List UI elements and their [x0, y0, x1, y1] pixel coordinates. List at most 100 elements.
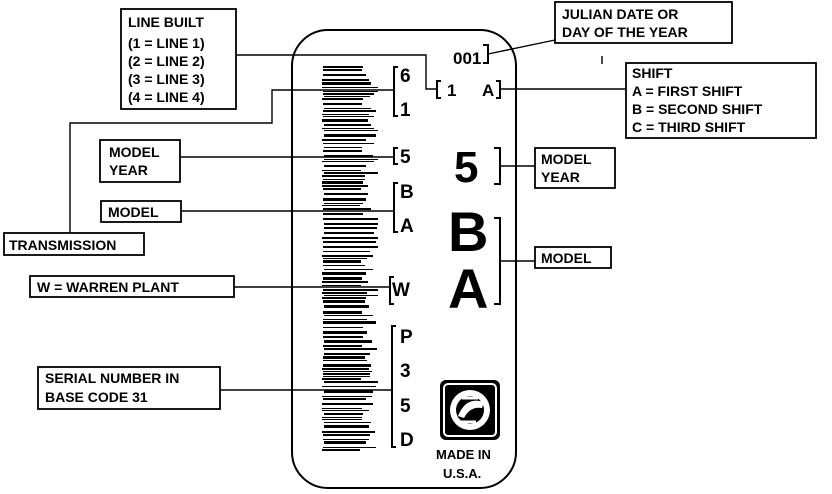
side-char-6: 6: [400, 66, 411, 87]
made-in-line2: U.S.A.: [443, 466, 481, 481]
barcode-bar: [324, 315, 373, 316]
line-code: 1: [447, 81, 456, 100]
serial-char-d: D: [400, 430, 414, 451]
barcode-bar: [324, 159, 378, 160]
barcode-bar: [322, 87, 378, 88]
line-built-box: [120, 8, 237, 110]
barcode-bar: [323, 376, 370, 377]
line-built-1: (1 = LINE 1): [128, 35, 205, 51]
barcode-bar: [323, 66, 363, 68]
barcode-bar: [324, 353, 370, 355]
serial-char-p: P: [400, 327, 413, 348]
barcode-bar: [322, 237, 378, 239]
shift-box: [625, 62, 817, 139]
line-built-2: (2 = LINE 2): [128, 53, 205, 69]
barcode-bar: [324, 295, 378, 296]
barcode-bar: [322, 255, 373, 257]
made-in-line1: MADE IN: [436, 447, 491, 462]
model-right-label: MODEL: [541, 250, 592, 266]
barcode-bar: [323, 289, 378, 291]
leader-line-built: [236, 54, 437, 90]
model-year-left-box: [99, 139, 181, 183]
barcode-bar: [323, 327, 363, 328]
barcode-bar: [322, 114, 369, 115]
barcode-bar: [322, 139, 366, 141]
barcode-bar: [323, 110, 376, 112]
barcode-bar: [324, 130, 378, 131]
barcode-bar: [322, 205, 360, 206]
barcode-bar: [324, 348, 377, 350]
barcode-bar: [324, 108, 371, 109]
model-year-left-line1: MODEL: [109, 144, 160, 160]
shift-c: C = THIRD SHIFT: [632, 119, 746, 135]
big-year-char: 5: [454, 143, 478, 192]
barcode-bar: [323, 116, 374, 117]
barcode-bar: [323, 69, 362, 71]
barcode-bar: [324, 232, 374, 234]
line-built-4: (4 = LINE 4): [128, 89, 205, 105]
model-year-right-line1: MODEL: [541, 151, 592, 167]
barcode-bar: [323, 398, 366, 400]
barcode-bar: [323, 311, 362, 314]
barcode-bar: [323, 277, 362, 280]
bracket-model-year-left: [393, 147, 398, 165]
julian-code: 001: [453, 49, 481, 68]
barcode-bar: [324, 203, 363, 204]
barcode-bar: [323, 300, 365, 303]
barcode-bar: [322, 185, 368, 187]
barcode-bar: [323, 251, 370, 252]
model-left-label: MODEL: [108, 204, 159, 220]
side-char-w: W: [392, 280, 410, 301]
barcode-bar: [322, 161, 374, 162]
serial-line1: SERIAL NUMBER IN: [45, 370, 179, 386]
model-year-right-line2: YEAR: [541, 169, 580, 185]
model-year-left-line2: YEAR: [109, 162, 148, 178]
barcode-bar: [324, 165, 366, 167]
barcode-bar: [323, 179, 365, 180]
barcode-bar: [324, 134, 376, 137]
line-built-title: LINE BUILT: [128, 14, 204, 30]
barcode-bar: [324, 422, 371, 423]
leader-julian: [487, 39, 556, 55]
barcode-bar: [322, 396, 372, 397]
shift-title: SHIFT: [632, 65, 673, 81]
barcode-bar: [324, 155, 373, 157]
barcode: [322, 66, 378, 451]
barcode-bar: [323, 321, 376, 324]
side-char-1: 1: [400, 100, 411, 121]
barcode-bar: [323, 356, 365, 359]
bracket-plant: [389, 276, 394, 305]
model-right-box: [534, 246, 612, 269]
barcode-bar: [323, 198, 366, 201]
barcode-bar: [323, 188, 361, 190]
julian-date-line2: DAY OF THE YEAR: [562, 24, 688, 40]
side-char-model-year: 5: [400, 147, 411, 168]
serial-line2: BASE CODE 31: [45, 389, 148, 405]
leader-transmission: [69, 89, 394, 233]
barcode-bar: [323, 93, 374, 95]
barcode-bar: [323, 336, 363, 338]
barcode-bar: [322, 181, 363, 184]
barcode-bar: [322, 449, 360, 451]
warren-plant-label: W = WARREN PLANT: [37, 279, 179, 295]
shift-code: A: [482, 81, 494, 100]
barcode-bar: [323, 241, 376, 243]
big-model-b: B: [448, 200, 488, 263]
barcode-bar: [323, 74, 366, 76]
julian-date-line1: JULIAN DATE OR: [562, 6, 678, 22]
barcode-bar: [322, 170, 361, 171]
barcode-bar: [322, 272, 366, 275]
barcode-bar: [323, 150, 362, 152]
barcode-bar: [322, 175, 365, 177]
barcode-bar: [322, 419, 362, 420]
barcode-bar: [323, 371, 372, 372]
barcode-bar: [322, 79, 369, 81]
barcode-bar: [322, 98, 363, 100]
barcode-bar: [322, 386, 376, 387]
barcode-bar: [323, 143, 374, 144]
barcode-bar: [323, 218, 378, 220]
barcode-bar: [324, 441, 366, 444]
barcode-bar: [322, 431, 375, 433]
side-char-a: A: [400, 216, 414, 237]
